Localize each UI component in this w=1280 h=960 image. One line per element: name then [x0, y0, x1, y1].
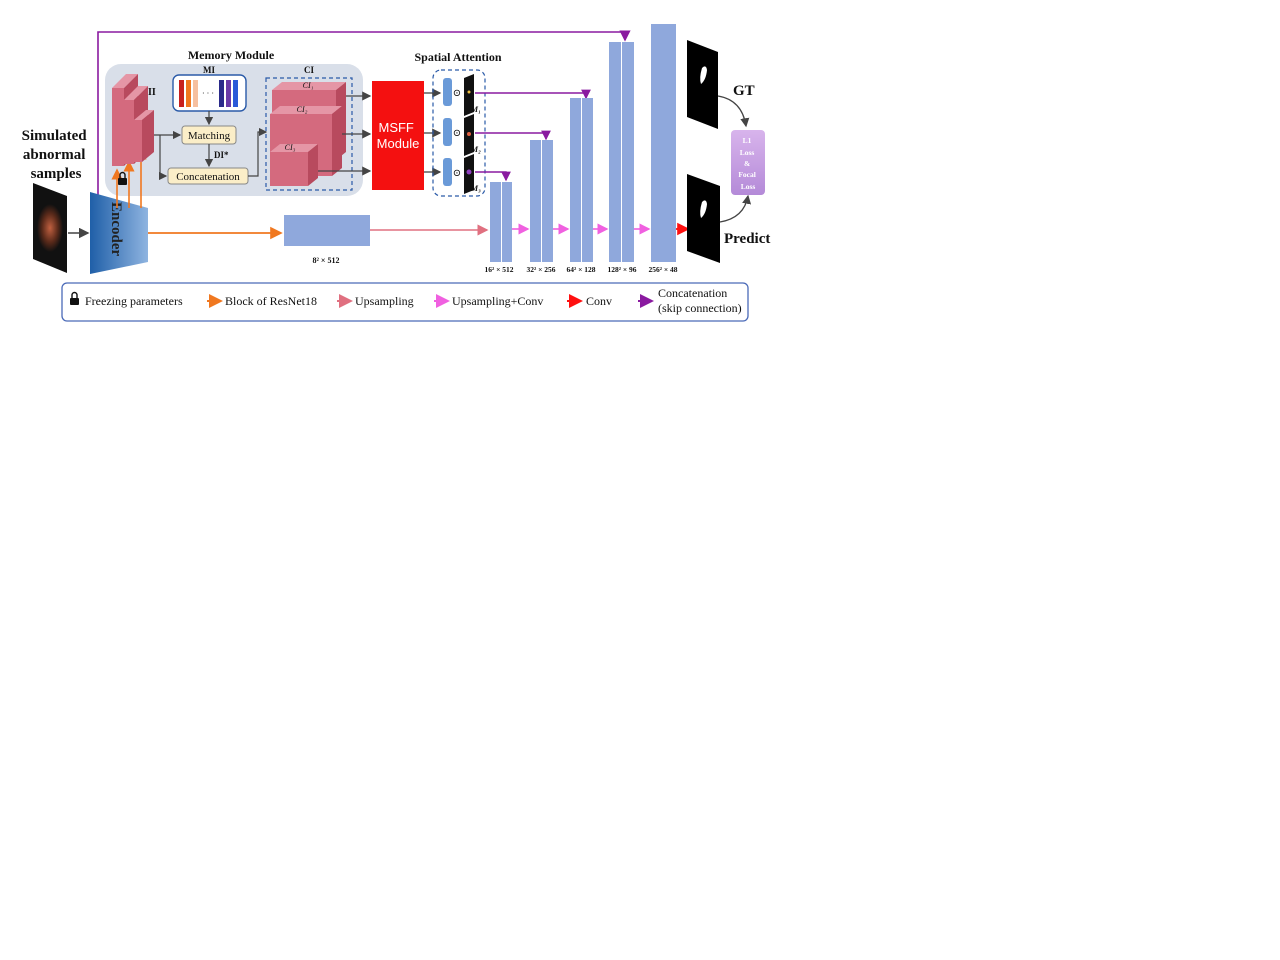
input-label: Simulated abnormal samples — [22, 128, 91, 182]
msff-to-attention-arrows — [424, 88, 442, 177]
input-label-line-1: Simulated — [22, 128, 88, 144]
predict-to-loss-arrow — [719, 194, 752, 223]
ii-to-matching-arrows — [154, 127, 268, 181]
legend-resnet: Block of ResNet18 — [225, 294, 317, 308]
attention-feature-maps — [443, 78, 452, 186]
multiply-op-3: ⊙ — [453, 168, 461, 179]
decoder-block-32 — [530, 140, 553, 262]
decoder-block-64 — [570, 98, 593, 262]
legend-concat-line-2: (skip connection) — [658, 301, 742, 315]
ci-label: CI — [304, 65, 314, 75]
gt-label: GT — [733, 83, 755, 99]
input-sample-image — [33, 183, 67, 273]
attention-maps — [464, 74, 474, 194]
legend-conv: Conv — [586, 294, 612, 308]
spatial-attention-container — [432, 69, 486, 197]
loss-label: L1 Loss & Focal Loss — [738, 136, 757, 191]
legend-freezing: Freezing parameters — [85, 294, 183, 308]
attention-skip-connections — [475, 89, 591, 182]
legend-concat: Concatenation (skip connection) — [658, 286, 742, 315]
loss-line-3: & — [744, 159, 750, 168]
loss-line-5: Loss — [741, 182, 756, 191]
ci-to-msff-arrows — [318, 91, 372, 176]
memory-module-title: Memory Module — [188, 48, 275, 62]
legend-box — [61, 282, 749, 322]
mi-ellipsis: · · · — [202, 89, 214, 98]
bottleneck-label: 8² × 512 — [313, 256, 340, 265]
ci3-label: CI₃ — [285, 143, 296, 152]
legend-upconv: Upsampling+Conv — [452, 294, 543, 308]
lock-icon — [118, 171, 127, 185]
input-label-line-3: samples — [31, 166, 82, 182]
ii-label: II — [148, 87, 156, 98]
concatenation-label: Concatenation — [176, 171, 240, 183]
decoder-label-32: 32² × 256 — [526, 265, 555, 274]
ii-feature-blocks — [112, 74, 154, 166]
legend-lock-icon — [70, 291, 79, 305]
msff-line-2: Module — [377, 136, 420, 151]
msff-module-label: MSFF Module — [377, 120, 420, 151]
spatial-attention-title: Spatial Attention — [414, 50, 501, 64]
decoder-label-16: 16² × 512 — [484, 265, 513, 274]
m1-label: M₁ — [470, 105, 481, 114]
msff-module — [372, 81, 424, 190]
ci-blocks — [270, 82, 346, 186]
legend-upsampling: Upsampling — [355, 294, 414, 308]
mi-memory-slots — [179, 80, 238, 107]
gt-to-loss-arrow — [717, 95, 750, 128]
decoder-block-256 — [651, 24, 676, 262]
m3-label: M₃ — [470, 184, 481, 193]
loss-line-2: Loss — [740, 148, 755, 157]
decoder-block-16 — [490, 182, 512, 262]
multiply-op-2: ⊙ — [453, 128, 461, 139]
predict-label: Predict — [724, 231, 770, 247]
decoder-label-64: 64² × 128 — [566, 265, 595, 274]
encoder: Encoder — [90, 192, 148, 274]
top-skip-connection — [97, 30, 631, 222]
decoder-label-256: 256² × 48 — [648, 265, 677, 274]
attention-map-labels: M₁ M₂ M₃ — [470, 105, 481, 193]
decoder-block-128 — [609, 42, 634, 262]
msff-line-1: MSFF — [378, 120, 413, 135]
legend-concat-line-1: Concatenation — [658, 286, 727, 300]
bottleneck-block — [284, 215, 370, 246]
multiply-ops: ⊙ ⊙ ⊙ — [453, 88, 461, 179]
di-label: DI* — [214, 150, 229, 160]
loss-line-1: L1 — [743, 136, 752, 145]
decoder-labels: 16² × 512 32² × 256 64² × 128 128² × 96 … — [484, 265, 677, 274]
predict-mask — [687, 174, 720, 263]
decoder-label-128: 128² × 96 — [607, 265, 636, 274]
loss-line-4: Focal — [738, 170, 756, 179]
gt-mask — [687, 40, 718, 129]
m2-label: M₂ — [470, 145, 481, 154]
encoder-label: Encoder — [108, 202, 124, 257]
ci1-label: CI₁ — [303, 81, 314, 90]
ci2-label: CI₂ — [297, 105, 308, 114]
matching-label: Matching — [188, 130, 231, 142]
mi-label: MI — [203, 65, 215, 75]
multiply-op-1: ⊙ — [453, 88, 461, 99]
input-label-line-2: abnormal — [23, 147, 86, 163]
loss-box — [731, 130, 765, 195]
